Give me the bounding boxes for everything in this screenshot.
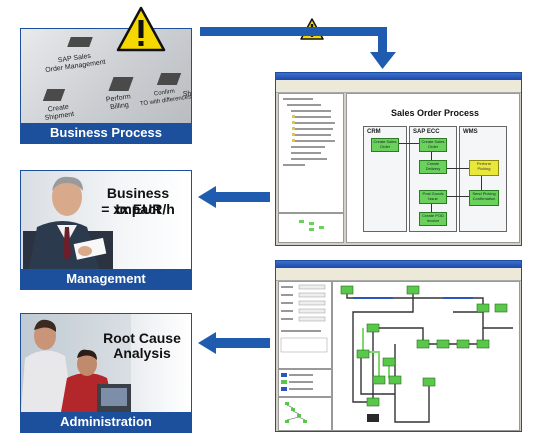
connector [443,196,471,197]
warning-icon [116,6,166,52]
process-shape [42,89,66,101]
connector [431,204,432,212]
administration-panel: Root Cause Analysis Administration [20,313,192,433]
process-shape [67,37,93,47]
business-process-image: SAP Sales Order Management Create Shipme… [21,29,191,123]
flow-arrow-right-down [200,27,396,69]
business-process-panel: SAP Sales Order Management Create Shipme… [20,28,192,144]
trailing-label: Sh [182,91,192,98]
lane-label: SAP ECC [413,129,440,135]
flow-arrow-left [198,332,270,354]
connector [431,150,432,160]
legend-pane [278,369,332,397]
process-title: Sales Order Process [391,108,480,118]
root-cause-heading-line2: Analysis [113,345,171,361]
dependency-graph [332,281,520,431]
process-step[interactable]: Perform Picking [469,160,499,176]
process-canvas: Sales Order Process CRM SAP ECC WMS Crea… [346,93,520,243]
window-titlebar [276,261,521,268]
root-cause-screenshot [275,260,522,432]
properties-pane [278,281,332,369]
process-step[interactable]: Create Delivery [419,160,447,174]
process-step[interactable]: Send Picking Confirmation [469,190,499,206]
business-process-caption: Business Process [21,123,191,143]
process-step[interactable]: Create Sales Order [371,138,399,152]
overview-thumbnail [299,220,324,231]
process-step[interactable]: Create POD Invoice [419,212,447,226]
mini-map-pane [278,397,332,431]
process-step[interactable]: Create Sales Order [419,138,447,152]
administration-caption: Administration [21,412,191,432]
root-cause-heading: Root Cause [103,330,181,346]
administration-photo [21,314,191,412]
lane-label: WMS [463,129,478,135]
process-shape [108,77,134,91]
window-toolbar [276,80,521,93]
graph-drawing [340,285,513,423]
business-impact-value: = xx EUR/h [101,201,175,217]
tree-lines [283,98,335,166]
window-toolbar [276,268,521,281]
administrators-image [21,314,131,412]
sales-order-process-screenshot: Sales Order Process CRM SAP ECC WMS Crea… [275,72,522,246]
lane-wms: WMS [459,126,507,232]
process-step[interactable]: Post Goods Issue [419,190,447,204]
process-shape [156,73,182,85]
create-shipment-label: Create Shipment [44,103,75,122]
lane-label: CRM [367,129,381,135]
mini-map [285,402,307,423]
management-panel: Business Impact = xx EUR/h Management [20,170,192,290]
connector [397,143,421,144]
businessman-image [23,176,113,269]
flow-arrow-left [198,186,270,208]
connector [481,176,482,190]
business-impact-heading: Business Impact [106,185,170,217]
property-fields [280,284,328,353]
management-caption: Management [21,269,191,289]
management-photo [21,171,191,269]
perform-billing-label: Perform Billing [105,93,132,112]
sap-sales-label: SAP Sales Order Management [44,52,107,75]
overview-pane [278,213,344,243]
navigation-tree [278,93,344,213]
legend-items [281,373,313,391]
window-titlebar [276,73,521,80]
connector [443,168,471,169]
